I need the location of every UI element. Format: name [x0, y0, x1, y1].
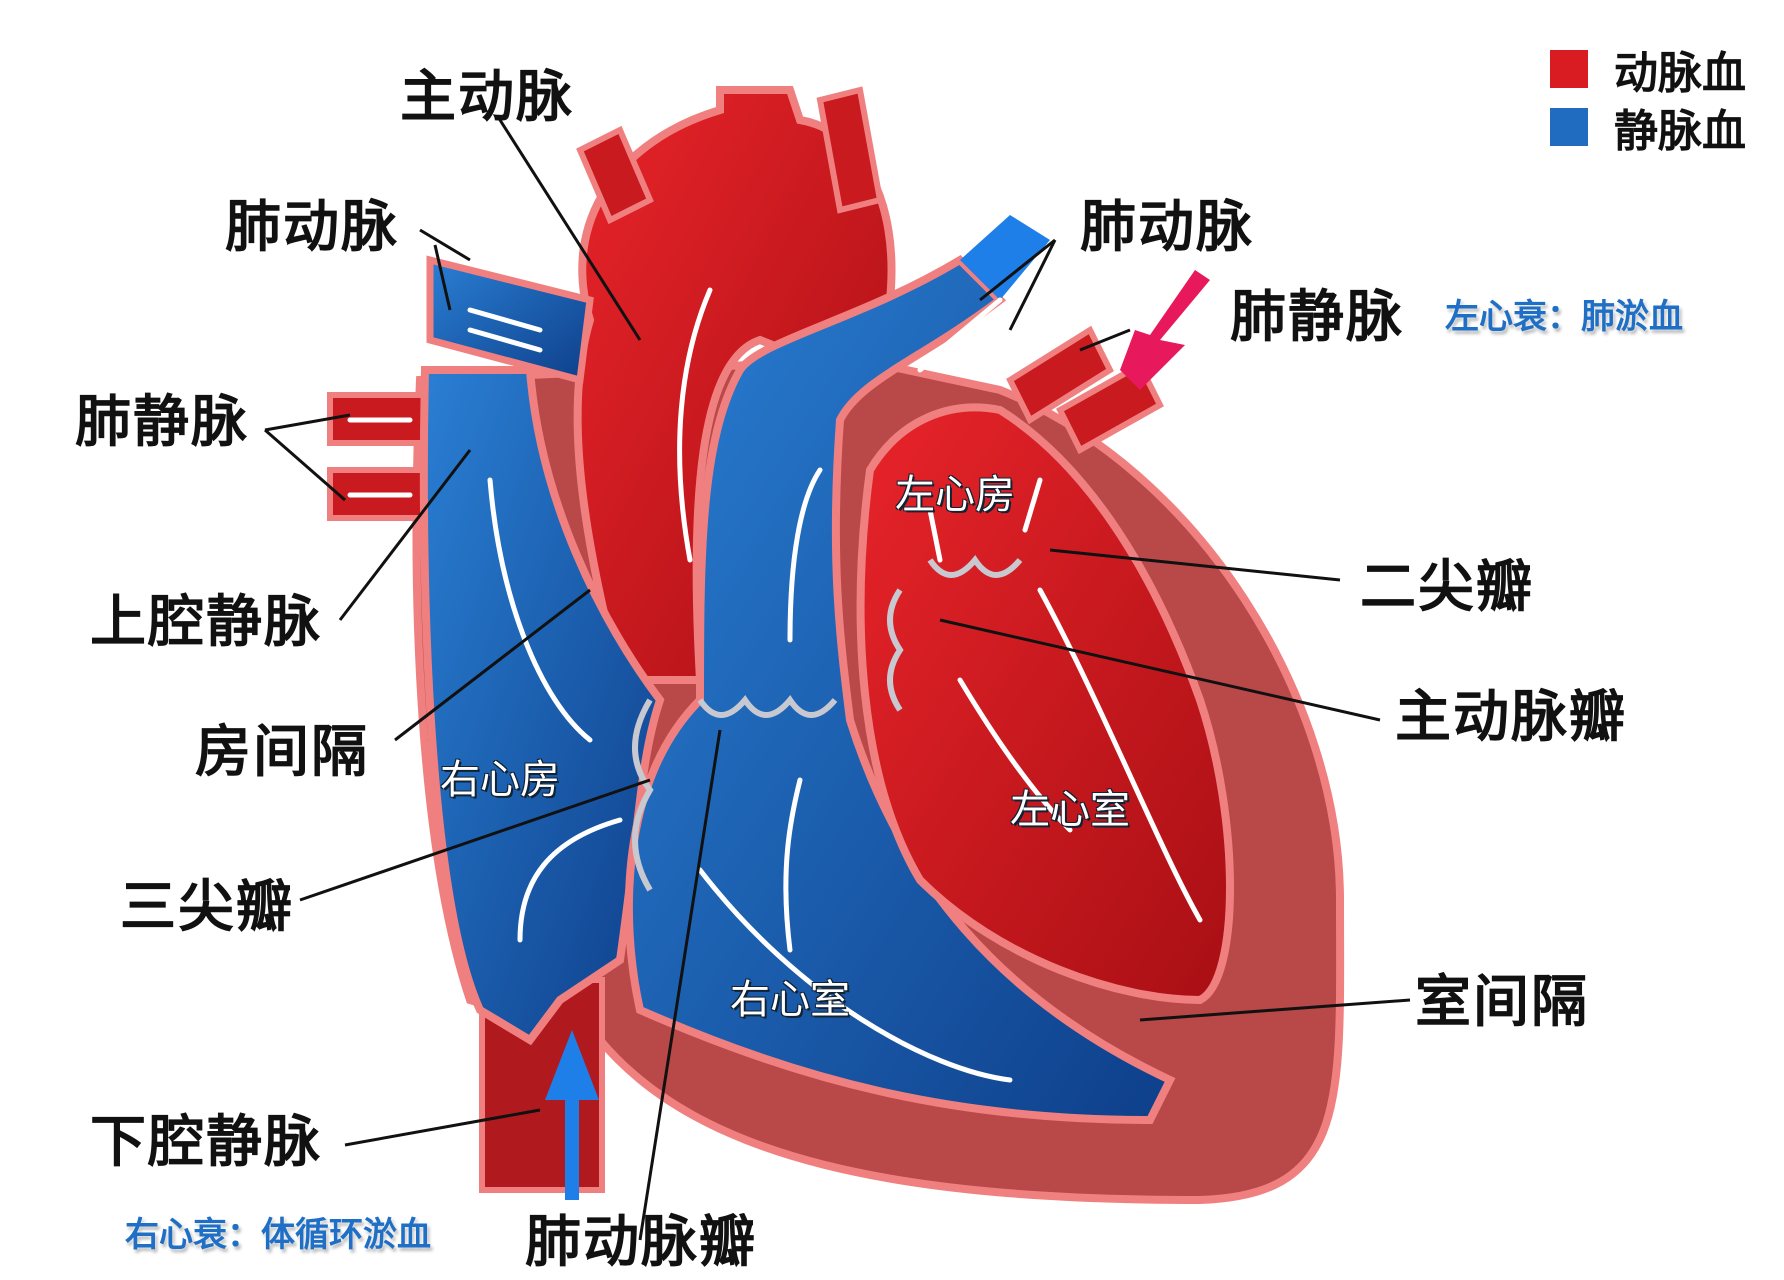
right-ventricle-region — [624, 215, 1176, 1125]
label-tricuspid-valve: 三尖瓣 — [120, 875, 294, 940]
label-inferior-vena-cava: 下腔静脉 — [90, 1110, 322, 1175]
label-pulmonary-vein-left: 肺静脉 — [75, 390, 249, 455]
chamber-right-atrium: 右心房 — [440, 757, 560, 803]
legend-item-arterial: 动脉血 — [1550, 40, 1746, 99]
pulmonary-vein-pink-arrow-icon — [1120, 270, 1210, 390]
label-pulmonary-valve: 肺动脉瓣 — [525, 1210, 757, 1275]
legend: 动脉血 静脉血 — [1550, 40, 1746, 157]
note-right-heart-failure: 右心衰：体循环淤血 — [125, 1215, 431, 1255]
label-aorta: 主动脉 — [400, 65, 574, 130]
label-mitral-valve: 二尖瓣 — [1360, 555, 1534, 620]
label-pulmonary-vein-right: 肺静脉 — [1230, 285, 1404, 350]
label-pulmonary-artery-left: 肺动脉 — [225, 195, 399, 260]
note-left-heart-failure: 左心衰：肺淤血 — [1445, 297, 1683, 337]
venous-swatch-icon — [1550, 108, 1588, 146]
arterial-swatch-icon — [1550, 50, 1588, 88]
legend-item-venous: 静脉血 — [1550, 98, 1746, 157]
label-ventricular-septum: 室间隔 — [1415, 970, 1589, 1035]
chamber-left-ventricle: 左心室 — [1010, 787, 1130, 833]
label-pulmonary-artery-right: 肺动脉 — [1080, 195, 1254, 260]
legend-label-venous: 静脉血 — [1614, 106, 1746, 157]
inferior-vena-cava-arrow-icon — [545, 1030, 599, 1200]
chamber-right-ventricle: 右心室 — [730, 977, 850, 1023]
label-superior-vena-cava: 上腔静脉 — [90, 590, 322, 655]
left-heart-region — [856, 403, 1234, 1005]
valves — [632, 554, 1023, 892]
aorta-vessel — [573, 86, 896, 684]
label-atrial-septum: 房间隔 — [195, 720, 369, 785]
chamber-left-atrium: 左心房 — [895, 472, 1015, 518]
legend-label-arterial: 动脉血 — [1614, 48, 1746, 99]
pulmonary-vein-right-vessels — [1006, 325, 1164, 455]
label-aortic-valve: 主动脉瓣 — [1395, 685, 1627, 750]
leader-lines — [264, 119, 1411, 1241]
